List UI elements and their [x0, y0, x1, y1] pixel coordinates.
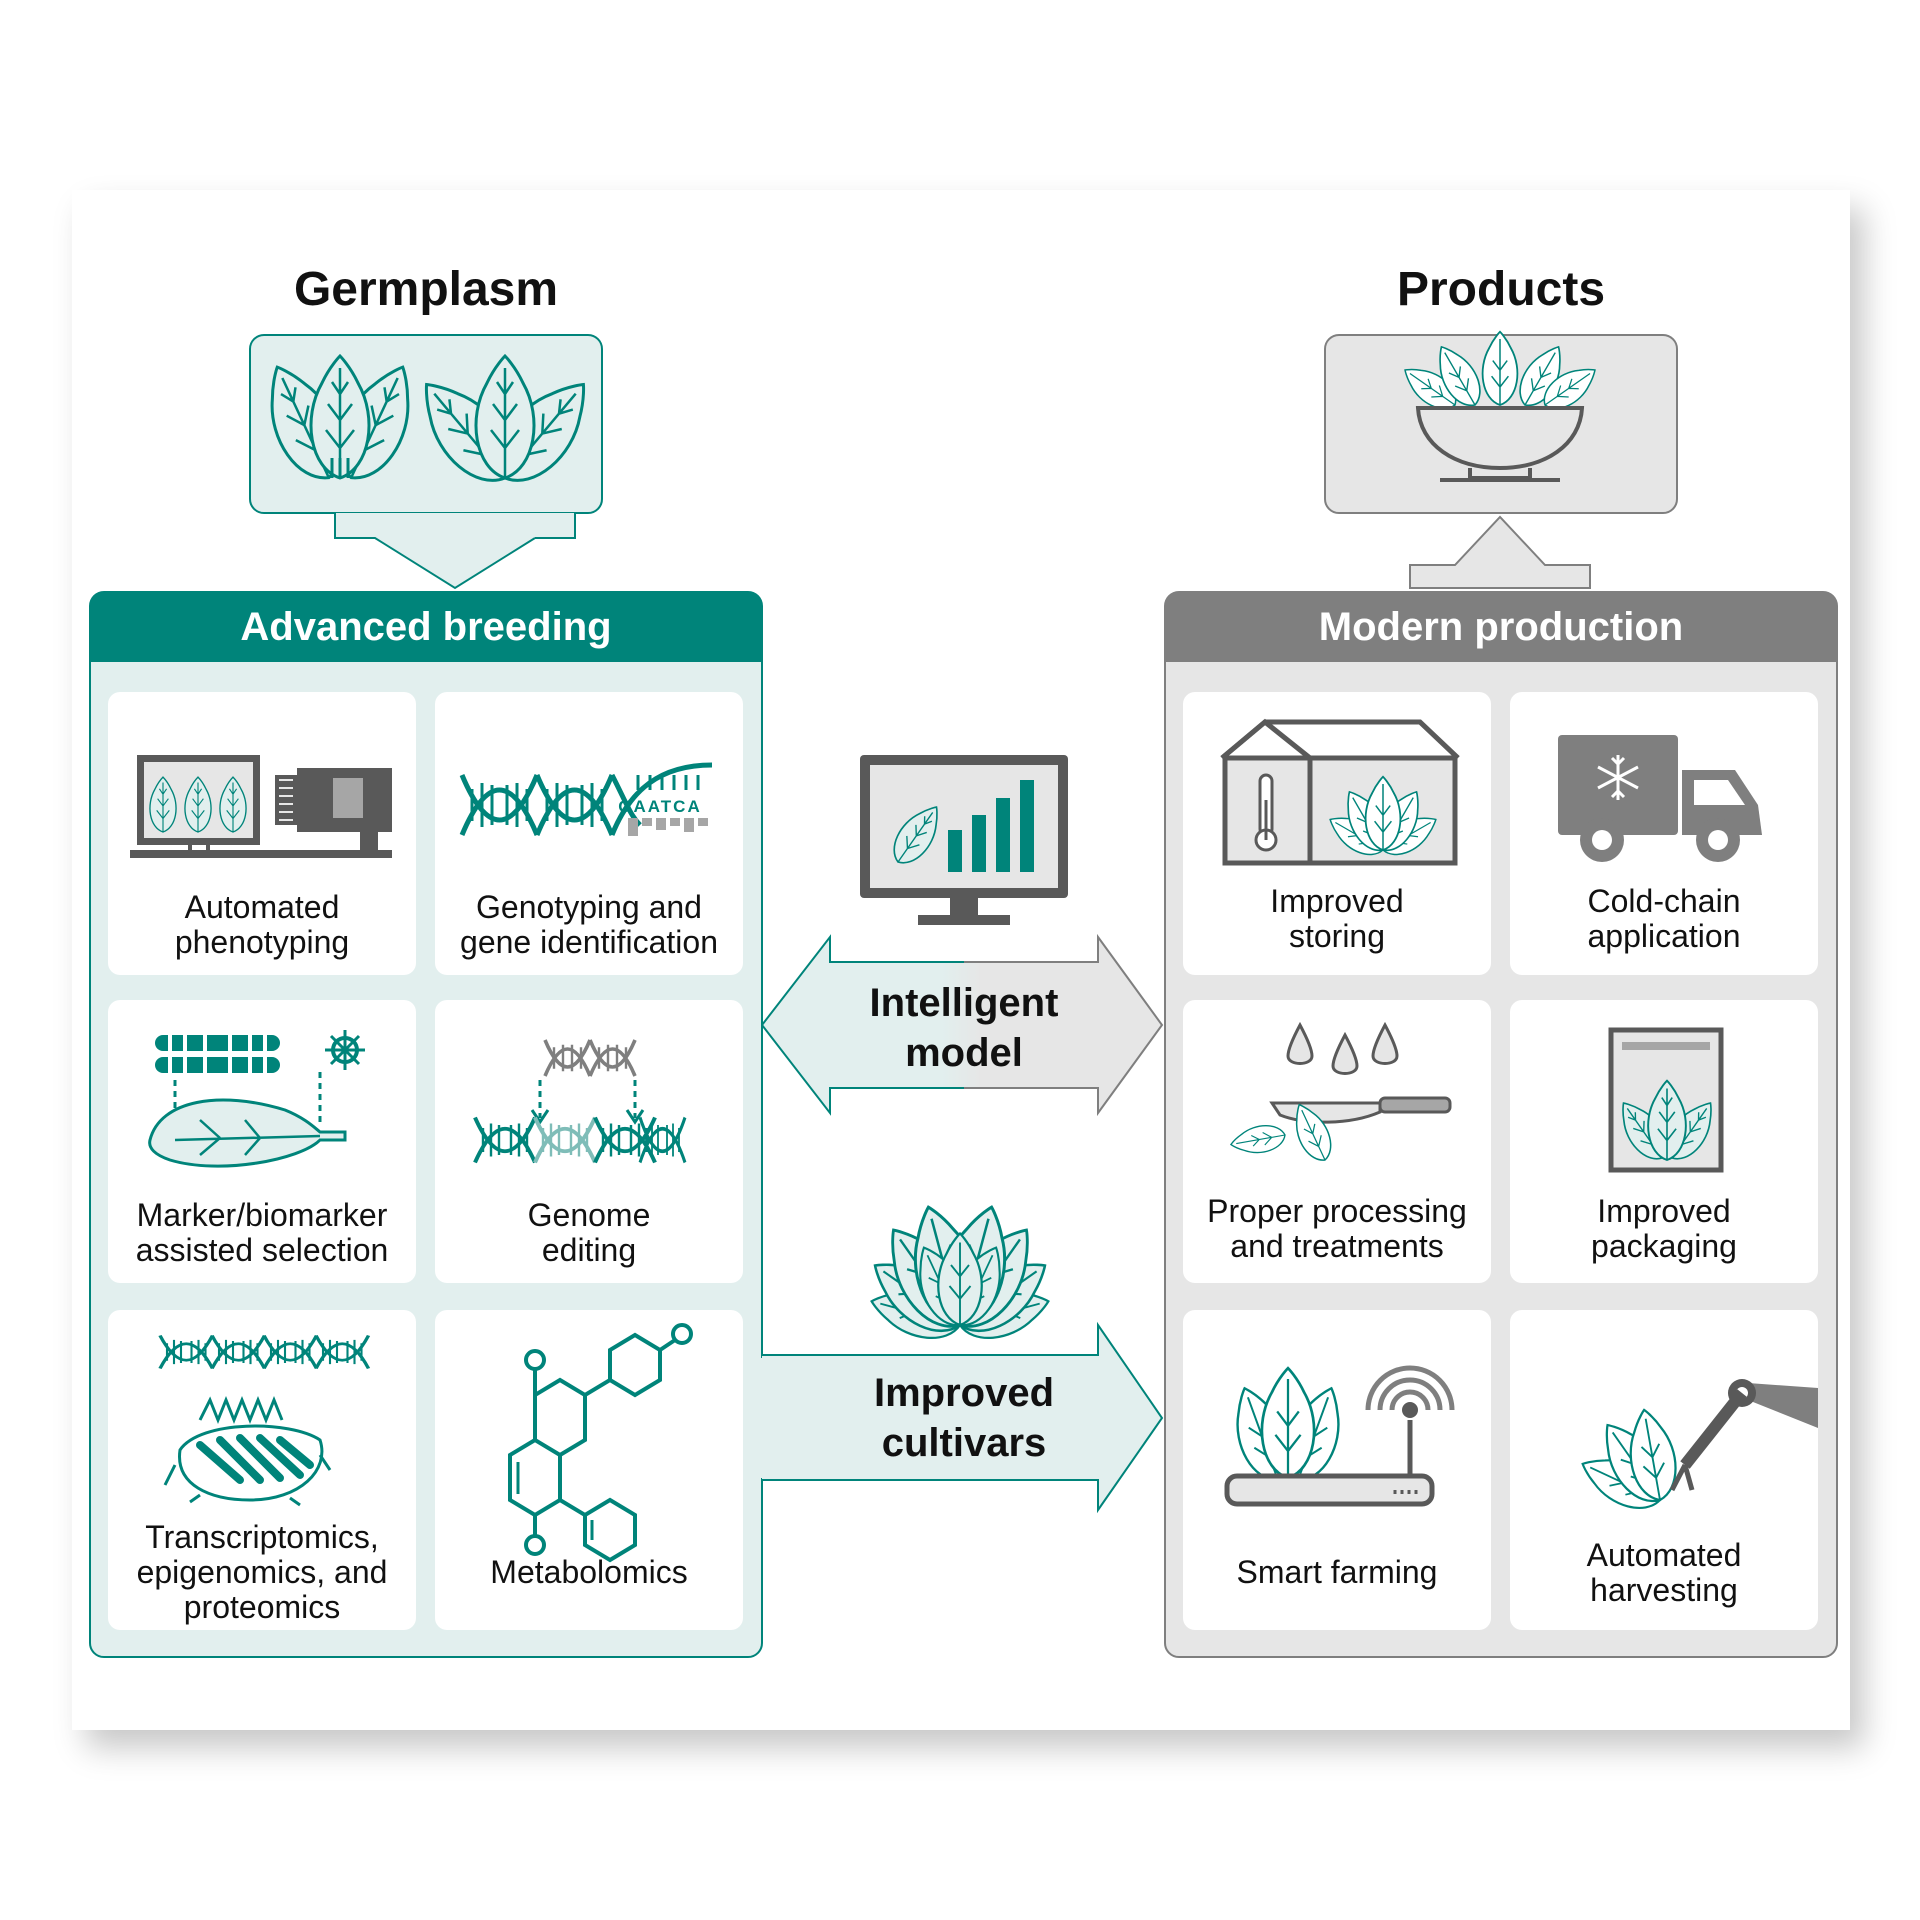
salad-bowl-icon [1395, 330, 1605, 482]
spinach-cluster-icon [859, 1198, 1061, 1348]
tile-marker-selection: Marker/biomarker assisted selection [135, 1197, 389, 1268]
package-icon [1608, 1027, 1725, 1173]
germplasm-title: Germplasm [293, 263, 559, 316]
intelligent-model-label: Intelligent model [869, 981, 1059, 1075]
tile-automated-harvesting: Automated harvesting [1586, 1537, 1742, 1608]
phenotyping-icon [130, 755, 392, 858]
tile-transcriptomics: Transcriptomics, epigenomics, and proteo… [136, 1519, 388, 1625]
tile-improved-storing: Improved storing [1270, 883, 1404, 954]
modern-production-header: Modern production [1318, 605, 1684, 649]
robot-arm-icon [1572, 1379, 1818, 1520]
improved-cultivars-arrow [750, 1321, 1164, 1514]
sequence-text: GAATCA [618, 797, 701, 816]
marker-selection-icon [148, 1030, 365, 1168]
tile-genome-editing: Genome editing [527, 1197, 651, 1268]
molecule-icon [508, 1323, 693, 1563]
tile-packaging: Improved packaging [1591, 1193, 1737, 1264]
tile-processing: Proper processing and treatments [1207, 1193, 1467, 1264]
smart-farm-icon [1221, 1365, 1455, 1507]
improved-cultivars-label: Improved cultivars [873, 1371, 1055, 1465]
knife-water-icon [1227, 1021, 1452, 1167]
dna-sequence-icon: GAATCA [462, 762, 713, 836]
monitor-chart-icon [860, 755, 1068, 925]
spinach-bunch-icon [249, 353, 431, 492]
advanced-breeding-header: Advanced breeding [240, 605, 612, 649]
greenhouse-icon [1220, 718, 1460, 866]
tile-genotyping: Genotyping and gene identification [460, 889, 718, 960]
tile-metabolomics: Metabolomics [490, 1554, 688, 1590]
genome-editing-icon [475, 1039, 687, 1163]
advanced-breeding-tiles [108, 692, 743, 1630]
tile-cold-chain: Cold-chain application [1587, 883, 1741, 954]
tile-smart-farming: Smart farming [1236, 1554, 1438, 1590]
protein-icon [158, 1333, 371, 1507]
refrigerated-truck-icon [1558, 735, 1762, 862]
intelligent-model-arrow [761, 933, 1164, 1117]
products-title: Products [1396, 263, 1606, 316]
tile-automated-phenotyping: Automated phenotyping [174, 889, 350, 960]
